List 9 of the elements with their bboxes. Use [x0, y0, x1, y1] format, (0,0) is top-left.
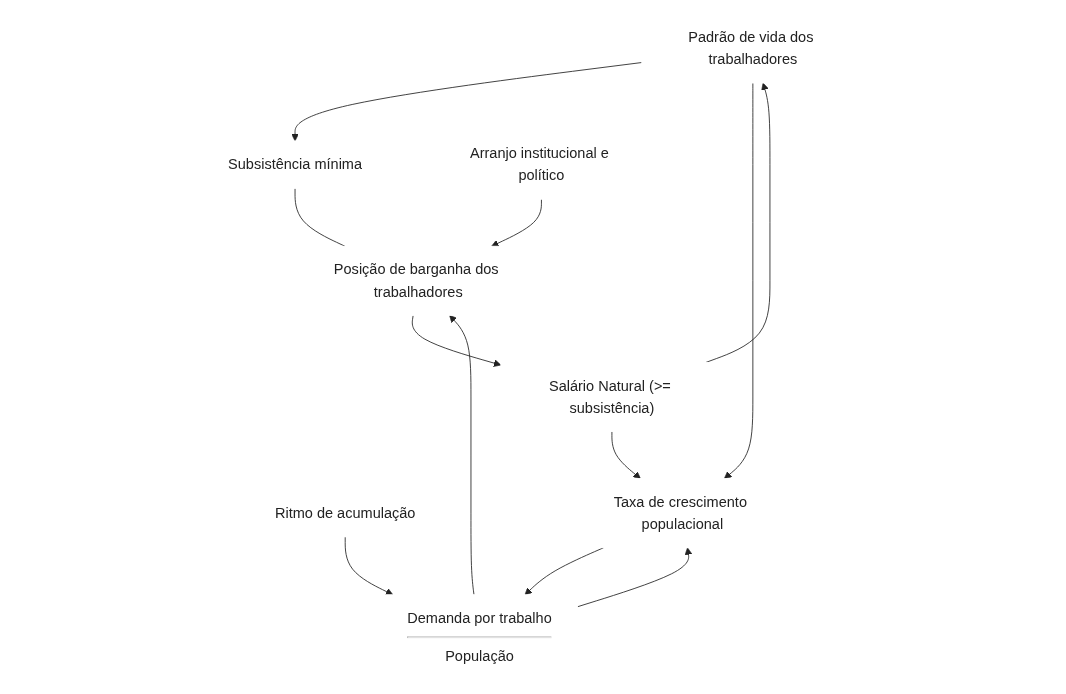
- node-text: Taxa de crescimento populacional: [613, 493, 747, 532]
- connector: [294, 187, 346, 247]
- node-text: Ritmo de acumulação: [274, 504, 416, 522]
- node-text: Arranjo institucional e político: [469, 145, 609, 184]
- node-text: Salário Natural (>= subsistência): [548, 377, 671, 416]
- node-text: Demanda por trabalho População: [407, 610, 552, 665]
- node-text: Padrão de vida dos trabalhadores: [688, 29, 814, 68]
- node-text: Subsistência mínima: [227, 156, 362, 173]
- node-text: Posição de barganha dos trabalhadores: [333, 261, 499, 300]
